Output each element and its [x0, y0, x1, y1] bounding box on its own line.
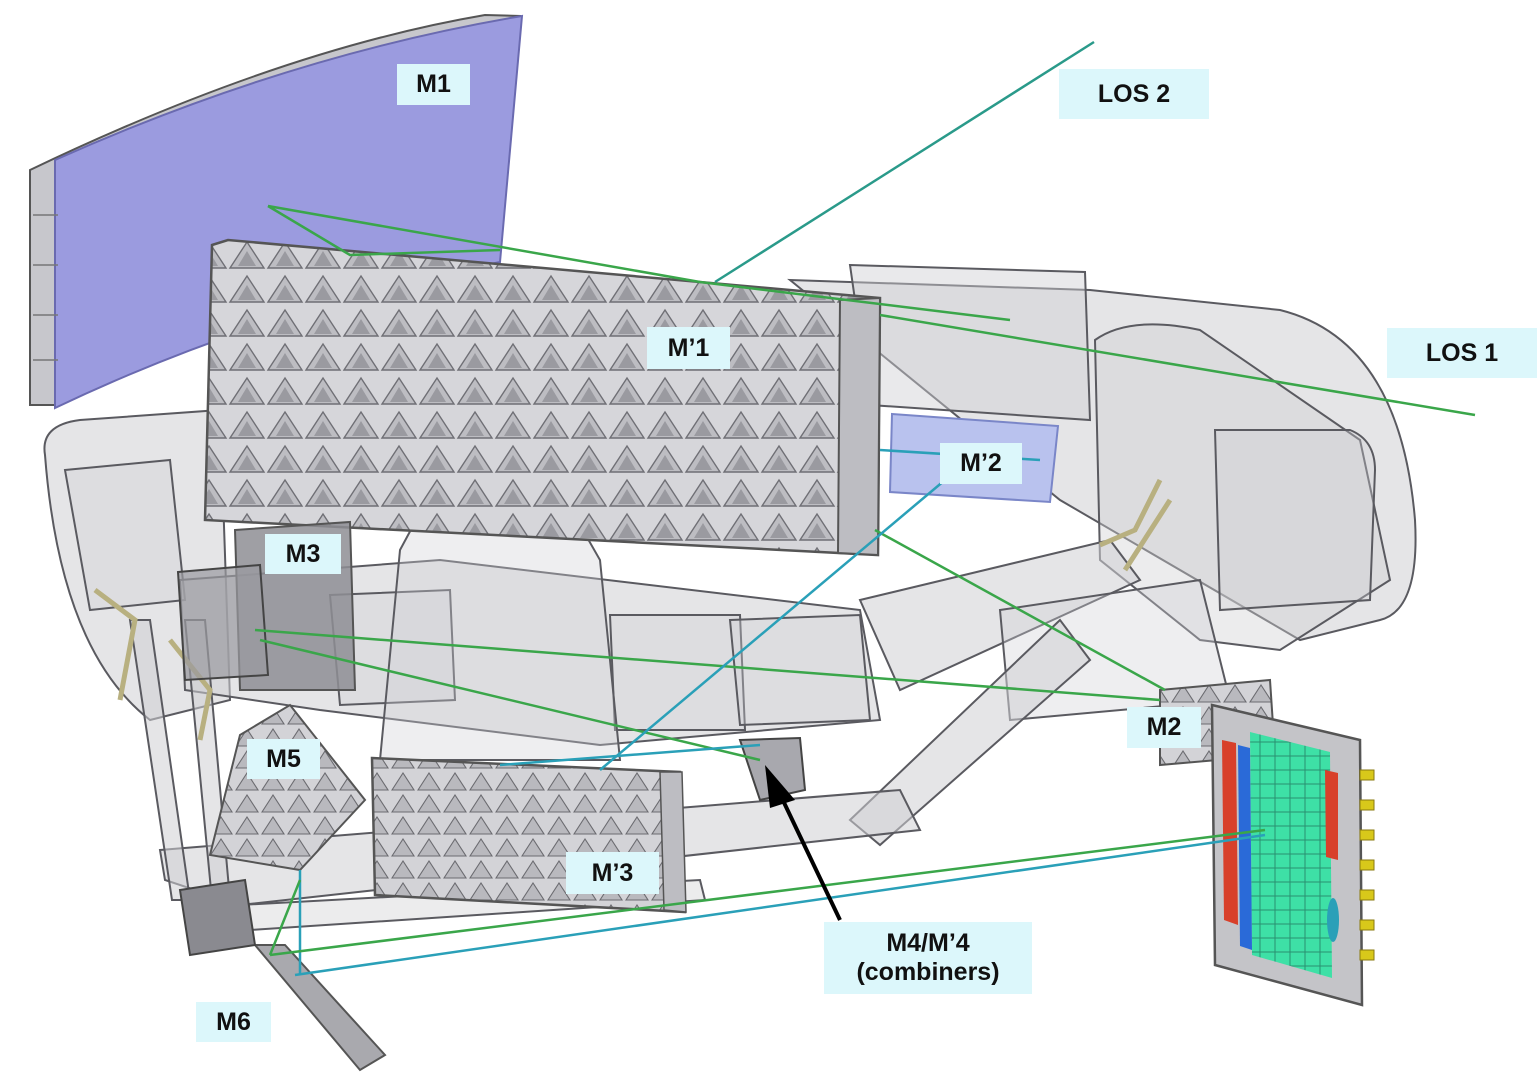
m6-mount [178, 878, 257, 957]
support-structure [43, 263, 1417, 932]
detector-focal-plane [1210, 703, 1375, 1007]
label-los1: LOS 1 [1387, 328, 1537, 378]
los1-ray [879, 313, 1476, 417]
label-m2: M2 [1127, 707, 1201, 748]
label-m5: M5 [247, 739, 320, 779]
m4-pointer-arrow [765, 765, 842, 921]
label-m3: M3 [265, 534, 341, 574]
label-m4-subtitle: (combiners) [856, 958, 1000, 986]
label-m-prime-3: M’3 [566, 852, 659, 894]
m-prime-1-mirror [203, 238, 882, 557]
label-m4-title: M4/M’4 [886, 929, 970, 958]
los2-ray [714, 40, 1095, 284]
label-m6: M6 [196, 1002, 271, 1042]
label-m1: M1 [397, 64, 470, 105]
m4-combiners [738, 736, 807, 802]
ray-paths [254, 40, 1476, 977]
label-los2: LOS 2 [1059, 69, 1209, 119]
m3-housing [176, 563, 270, 682]
m1-primary-mirror [29, 13, 524, 410]
label-m4-combiners: M4/M’4 (combiners) [824, 922, 1032, 994]
label-m-prime-2: M’2 [940, 443, 1022, 484]
label-m-prime-1: M’1 [647, 327, 730, 369]
